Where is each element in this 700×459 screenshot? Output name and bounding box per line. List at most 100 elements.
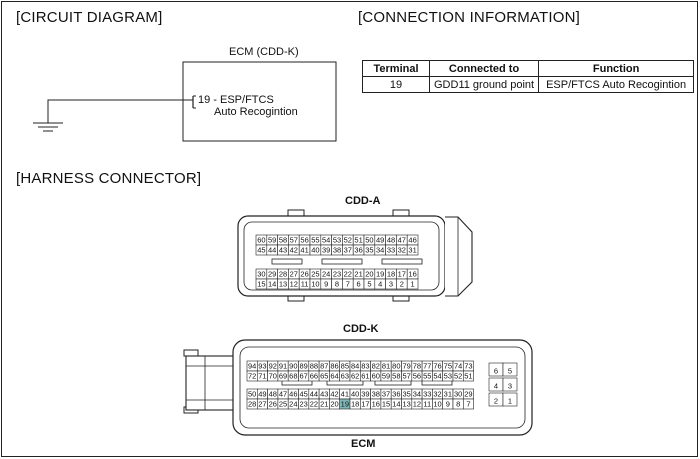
cdd-k-side-pin-4: 4	[494, 381, 498, 390]
cdd-k-pin-58: 58	[392, 371, 400, 380]
cdd-k-pin-30: 30	[454, 389, 462, 398]
cdd-k-side-pin-2: 2	[494, 396, 498, 405]
cdd-a-pin-9: 9	[324, 279, 328, 288]
cdd-a-pin-30: 30	[257, 269, 265, 278]
table-header-function: Function	[538, 60, 695, 77]
cdd-k-pin-16: 16	[372, 399, 380, 408]
cdd-a-pin-53: 53	[333, 235, 341, 244]
cdd-a-pin-16: 16	[408, 269, 416, 278]
cdd-a-pin-50: 50	[365, 235, 373, 244]
cdd-a-pin-48: 48	[387, 235, 395, 244]
cdd-k-pin-29: 29	[464, 389, 472, 398]
cdd-k-pin-74: 74	[454, 361, 462, 370]
cdd-k-pin-42: 42	[330, 389, 338, 398]
cdd-k-pin-23: 23	[299, 399, 307, 408]
cdd-k-pin-26: 26	[269, 399, 277, 408]
cdd-k-pin-45: 45	[299, 389, 307, 398]
cdd-k-pin-43: 43	[320, 389, 328, 398]
cdd-k-pin-34: 34	[413, 389, 421, 398]
table-header-terminal: Terminal	[362, 60, 430, 77]
table-header-connected-to: Connected to	[428, 60, 540, 77]
cdd-k-pin-39: 39	[361, 389, 369, 398]
cdd-k-pin-60: 60	[372, 371, 380, 380]
cdd-k-pin-89: 89	[299, 361, 307, 370]
cdd-a-pin-5: 5	[367, 279, 371, 288]
cdd-k-pin-51: 51	[464, 371, 472, 380]
cdd-k-pin-22: 22	[310, 399, 318, 408]
cdd-a-pin-35: 35	[365, 245, 373, 254]
cdd-k-pin-80: 80	[392, 361, 400, 370]
cdd-a-pin-27: 27	[290, 269, 298, 278]
table-cell-connected-to: GDD11 ground point	[428, 76, 540, 93]
cdd-k-pin-94: 94	[248, 361, 256, 370]
cdd-a-pin-6: 6	[357, 279, 361, 288]
ecm-pin-function-line1: 19 - ESP/FTCS	[198, 94, 274, 106]
cdd-k-pin-64: 64	[330, 371, 338, 380]
cdd-k-side-pin-cell-1	[502, 392, 518, 407]
cdd-k-pin-78: 78	[413, 361, 421, 370]
cdd-k-pin-35: 35	[402, 389, 410, 398]
cdd-k-pin-44: 44	[310, 389, 318, 398]
cdd-k-pin-27: 27	[258, 399, 266, 408]
cdd-a-pin-58: 58	[279, 235, 287, 244]
cdd-k-pin-57: 57	[402, 371, 410, 380]
ground-wire	[47, 99, 193, 123]
cdd-a-pin-28: 28	[279, 269, 287, 278]
cdd-a-pin-17: 17	[398, 269, 406, 278]
connection-information-heading: [CONNECTION INFORMATION]	[358, 9, 581, 26]
table-cell-terminal: 19	[362, 76, 430, 93]
cdd-k-pin-15: 15	[382, 399, 390, 408]
cdd-a-pin-13: 13	[279, 279, 287, 288]
cdd-k-pin-13: 13	[402, 399, 410, 408]
connection-table: Terminal Connected to Function 19 GDD11 …	[362, 60, 695, 93]
cdd-k-pin-14: 14	[392, 399, 400, 408]
ecm-connector-label: ECM	[351, 438, 376, 450]
cdd-a-pin-1: 1	[411, 279, 415, 288]
cdd-a-pin-40: 40	[311, 245, 319, 254]
cdd-a-pin-39: 39	[322, 245, 330, 254]
harness-connector-heading: [HARNESS CONNECTOR]	[16, 170, 202, 187]
cdd-a-pin-24: 24	[322, 269, 330, 278]
cdd-k-pin-40: 40	[351, 389, 359, 398]
cdd-k-pin-79: 79	[402, 361, 410, 370]
cdd-a-pin-18: 18	[387, 269, 395, 278]
cdd-k-pin-8: 8	[456, 399, 460, 408]
cdd-k-pin-76: 76	[433, 361, 441, 370]
ecm-title: ECM (CDD-K)	[229, 46, 299, 58]
cdd-k-pin-50: 50	[248, 389, 256, 398]
cdd-k-pin-71: 71	[258, 371, 266, 380]
cdd-k-pin-93: 93	[258, 361, 266, 370]
cdd-a-pin-42: 42	[290, 245, 298, 254]
cdd-k-pin-87: 87	[320, 361, 328, 370]
cdd-a-pin-2: 2	[400, 279, 404, 288]
cdd-a-pin-57: 57	[290, 235, 298, 244]
cdd-a-pin-60: 60	[257, 235, 265, 244]
cdd-k-pin-7: 7	[466, 399, 470, 408]
cdd-k-side-pin-3: 3	[508, 381, 512, 390]
cdd-k-pin-90: 90	[289, 361, 297, 370]
cdd-a-pin-23: 23	[333, 269, 341, 278]
cdd-k-side-pin-cell-3	[502, 377, 518, 392]
cdd-k-pin-47: 47	[279, 389, 287, 398]
ecm-box	[182, 61, 337, 142]
cdd-a-pin-47: 47	[398, 235, 406, 244]
cdd-a-pin-21: 21	[354, 269, 362, 278]
cdd-k-pin-82: 82	[372, 361, 380, 370]
cdd-a-pin-14: 14	[268, 279, 276, 288]
cdd-k-pin-53: 53	[444, 371, 452, 380]
cdd-k-pin-28: 28	[248, 399, 256, 408]
cdd-a-pin-cell-1	[406, 278, 419, 290]
cdd-k-pin-12: 12	[413, 399, 421, 408]
cdd-k-pin-48: 48	[269, 389, 277, 398]
cdd-k-pin-86: 86	[330, 361, 338, 370]
cdd-k-pin-38: 38	[372, 389, 380, 398]
cdd-a-pin-51: 51	[354, 235, 362, 244]
cdd-a-pin-49: 49	[376, 235, 384, 244]
cdd-a-pin-cell-31	[406, 244, 419, 256]
cdd-k-pin-cell-7	[462, 398, 474, 410]
cdd-a-pin-10: 10	[311, 279, 319, 288]
